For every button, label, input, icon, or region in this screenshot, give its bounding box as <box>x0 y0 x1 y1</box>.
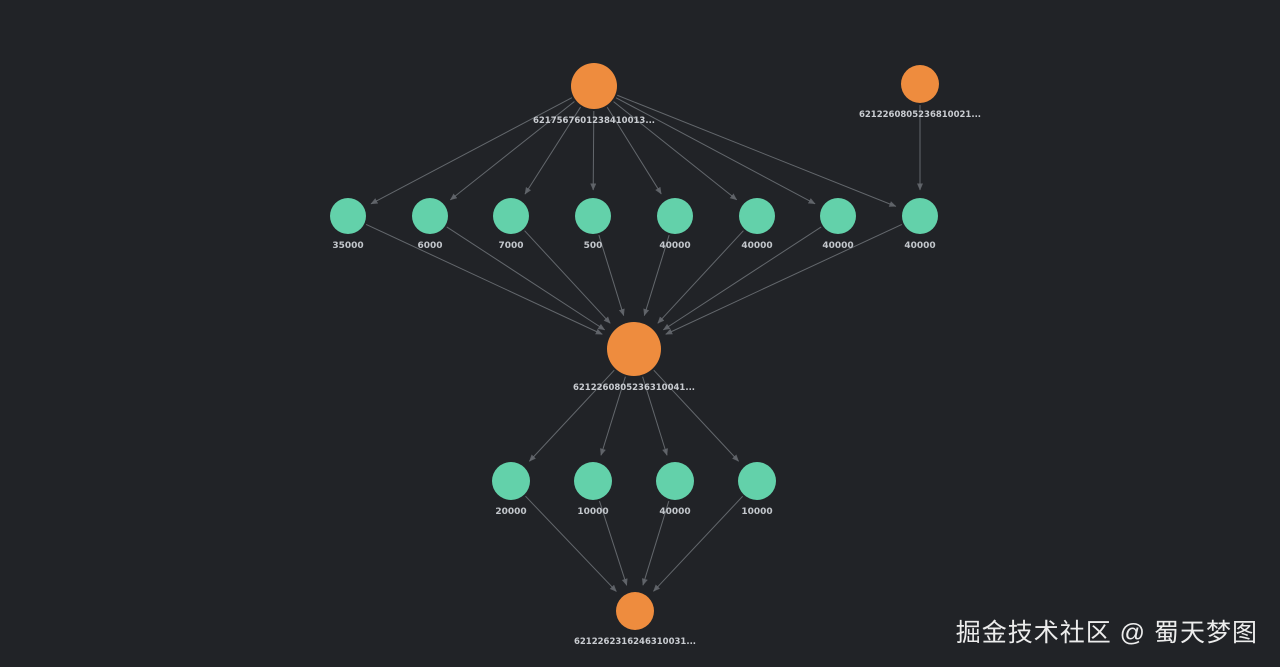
graph-edge-b1-sink <box>525 495 617 592</box>
node-label-t8: 40000 <box>904 241 935 251</box>
graph-node-t1[interactable] <box>330 198 366 234</box>
node-label-t7: 40000 <box>822 241 853 251</box>
graph-edge-src1-t2 <box>449 101 575 201</box>
graph-edge-src1-t4 <box>590 110 597 191</box>
graph-edge-t4-mid <box>598 234 625 317</box>
node-label-t4: 500 <box>584 241 603 251</box>
graph-edge-src1-t3 <box>524 106 581 195</box>
graph-node-t5[interactable] <box>657 198 693 234</box>
graph-edge-b2-sink <box>598 500 628 586</box>
graph-edge-t6-mid <box>657 230 744 324</box>
graph-node-t6[interactable] <box>739 198 775 234</box>
graph-edge-t7-mid <box>662 226 822 331</box>
graph-node-b2[interactable] <box>574 462 612 500</box>
watermark-text: 掘金技术社区 @ 蜀天梦图 <box>955 619 1258 647</box>
graph-node-src2[interactable] <box>901 65 939 103</box>
node-label-t2: 6000 <box>417 241 442 251</box>
graph-edge-t2-mid <box>446 226 606 331</box>
graph-edge-mid-b1 <box>529 369 615 462</box>
node-label-t6: 40000 <box>741 241 772 251</box>
graph-edge-src1-t7 <box>615 97 816 205</box>
node-label-t5: 40000 <box>659 241 690 251</box>
node-label-src2: 6212260805236810021... <box>859 110 981 120</box>
graph-node-t4[interactable] <box>575 198 611 234</box>
graph-edge-b3-sink <box>641 500 670 586</box>
node-label-b2: 10000 <box>577 507 608 517</box>
graph-edge-src1-t8 <box>617 94 897 207</box>
node-label-b4: 10000 <box>741 507 772 517</box>
node-label-mid: 6212260805236310041... <box>573 383 695 393</box>
graph-node-t7[interactable] <box>820 198 856 234</box>
graph-node-src1[interactable] <box>571 63 617 109</box>
node-label-b1: 20000 <box>495 507 526 517</box>
graph-node-b3[interactable] <box>656 462 694 500</box>
graph-edge-t1-mid <box>365 223 603 335</box>
graph-node-mid[interactable] <box>607 322 661 376</box>
node-label-t3: 7000 <box>498 241 523 251</box>
graph-edge-src1-t1 <box>370 97 573 205</box>
graph-edge-mid-b2 <box>600 376 626 456</box>
graph-node-t3[interactable] <box>493 198 529 234</box>
node-label-sink: 6212262316246310031... <box>574 637 696 647</box>
node-label-t1: 35000 <box>332 241 363 251</box>
graph-edge-t5-mid <box>643 234 670 317</box>
graph-edge-t3-mid <box>524 230 611 324</box>
graph-edge-src1-t6 <box>613 101 738 201</box>
graph-node-t8[interactable] <box>902 198 938 234</box>
graph-edge-mid-b4 <box>653 369 739 462</box>
graph-node-b1[interactable] <box>492 462 530 500</box>
graph-node-t2[interactable] <box>412 198 448 234</box>
graph-edge-t8-mid <box>665 223 903 335</box>
graph-edge-src1-t5 <box>606 106 662 195</box>
graph-edge-b4-sink <box>653 495 743 592</box>
node-label-b3: 40000 <box>659 507 690 517</box>
node-label-src1: 6217567601238410013... <box>533 116 655 126</box>
graph-node-sink[interactable] <box>616 592 654 630</box>
graph-node-b4[interactable] <box>738 462 776 500</box>
graph-edge-mid-b3 <box>642 376 668 456</box>
